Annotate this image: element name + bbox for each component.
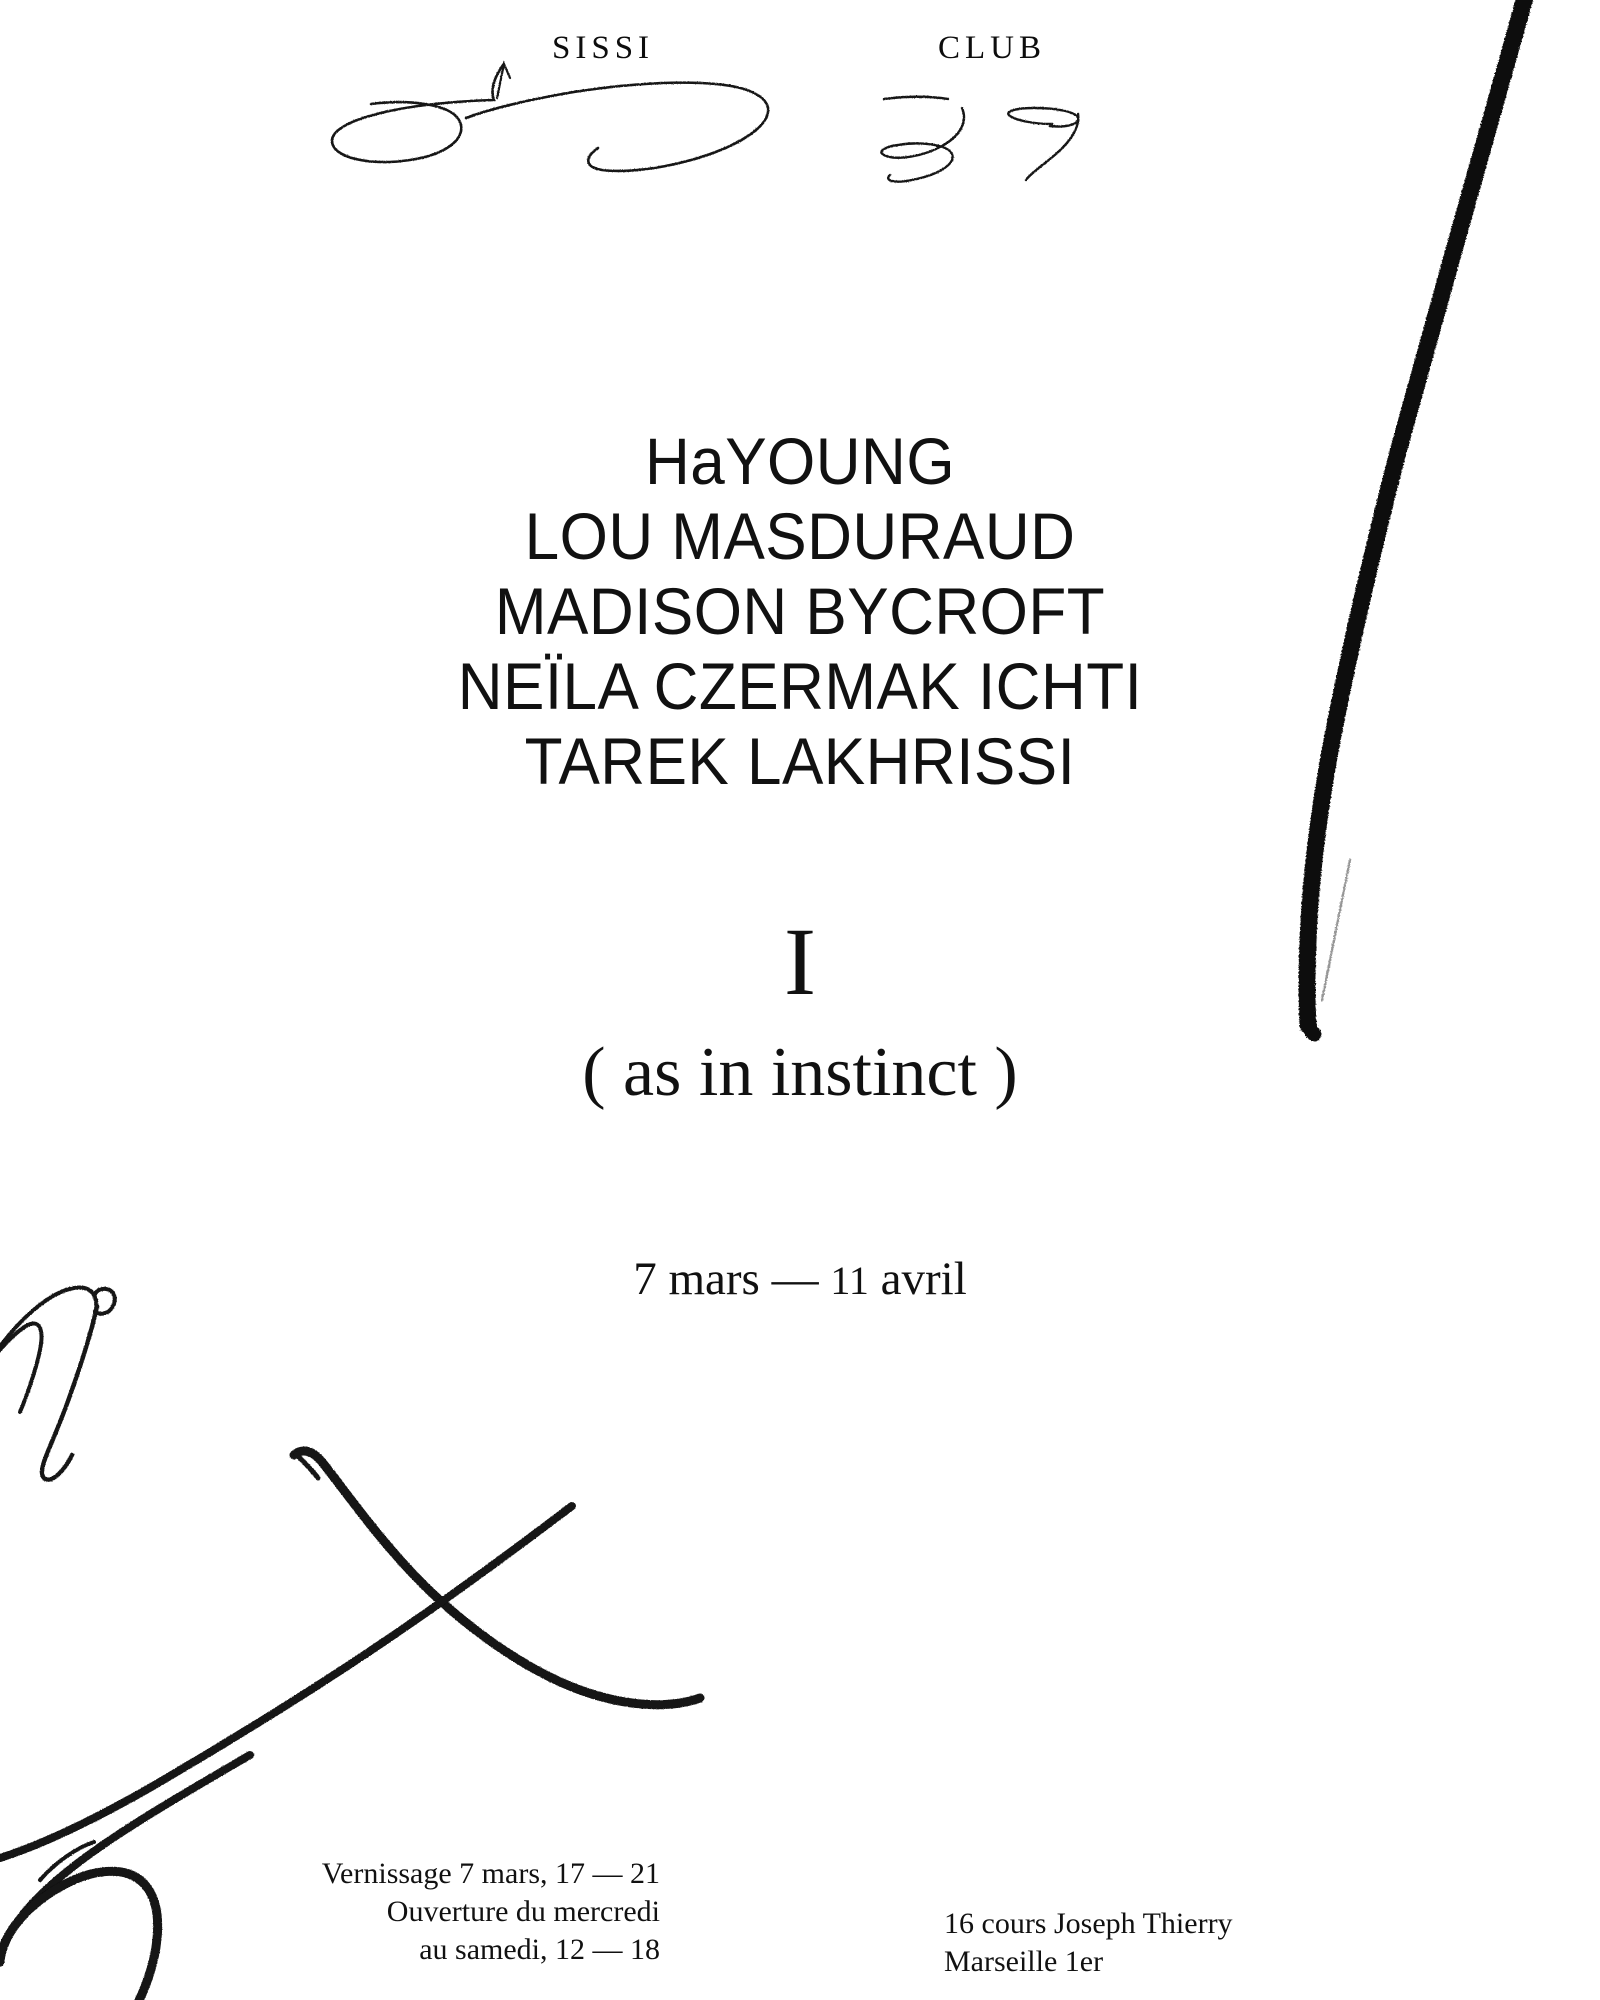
exhibition-dates: 7 mars — 11 avril [0,1252,1600,1306]
artist-name: MADISON BYCROFT [494,574,1106,648]
address-street: 16 cours Joseph Thierry [944,1907,1233,1940]
date-separator [760,1253,772,1305]
date-end-month: avril [880,1253,967,1305]
exhibition-title-block: I ( as in instinct ) [0,910,1600,1114]
brush-x-mark-icon [0,1446,705,1862]
date-space [819,1253,831,1305]
vernissage-line: Vernissage 7 mars, 17 — 21 [321,1857,660,1890]
wordmark-club: CLUB [938,30,1047,66]
venue-address-block: 16 cours Joseph Thierry Marseille 1er [944,1905,1233,1981]
opening-hours-block: Vernissage 7 mars, 17 — 21 Ouverture du … [180,1855,660,1969]
date-dash: — [771,1253,819,1305]
date-end-number: 11 [830,1258,869,1303]
artist-list: HaYOUNG LOU MASDURAUD MADISON BYCROFT NE… [0,424,1600,799]
artist-name: NEÏLA CZERMAK ICHTI [457,649,1143,723]
opening-hours-line: au samedi, 12 — 18 [419,1933,660,1966]
calligraphic-squiggle-club-icon [880,95,966,183]
artist-name: LOU MASDURAUD [524,499,1076,573]
title-letter: I [784,908,816,1015]
calligraphic-loop-sissi-icon [330,60,770,173]
opening-days-line: Ouverture du mercredi [386,1895,660,1928]
date-start: 7 mars [633,1253,760,1305]
wordmark-sissi: SISSI [552,30,655,66]
artist-name: TAREK LAKHRISSI [524,724,1076,798]
title-subtitle: ( as in instinct ) [582,1034,1018,1111]
calligraphic-g-mark-icon [1007,106,1080,182]
artist-name: HaYOUNG [644,424,956,498]
address-city: Marseille 1er [944,1945,1104,1978]
date-space-2 [869,1253,881,1305]
calligraphic-m-flourish-icon [0,1285,117,1482]
